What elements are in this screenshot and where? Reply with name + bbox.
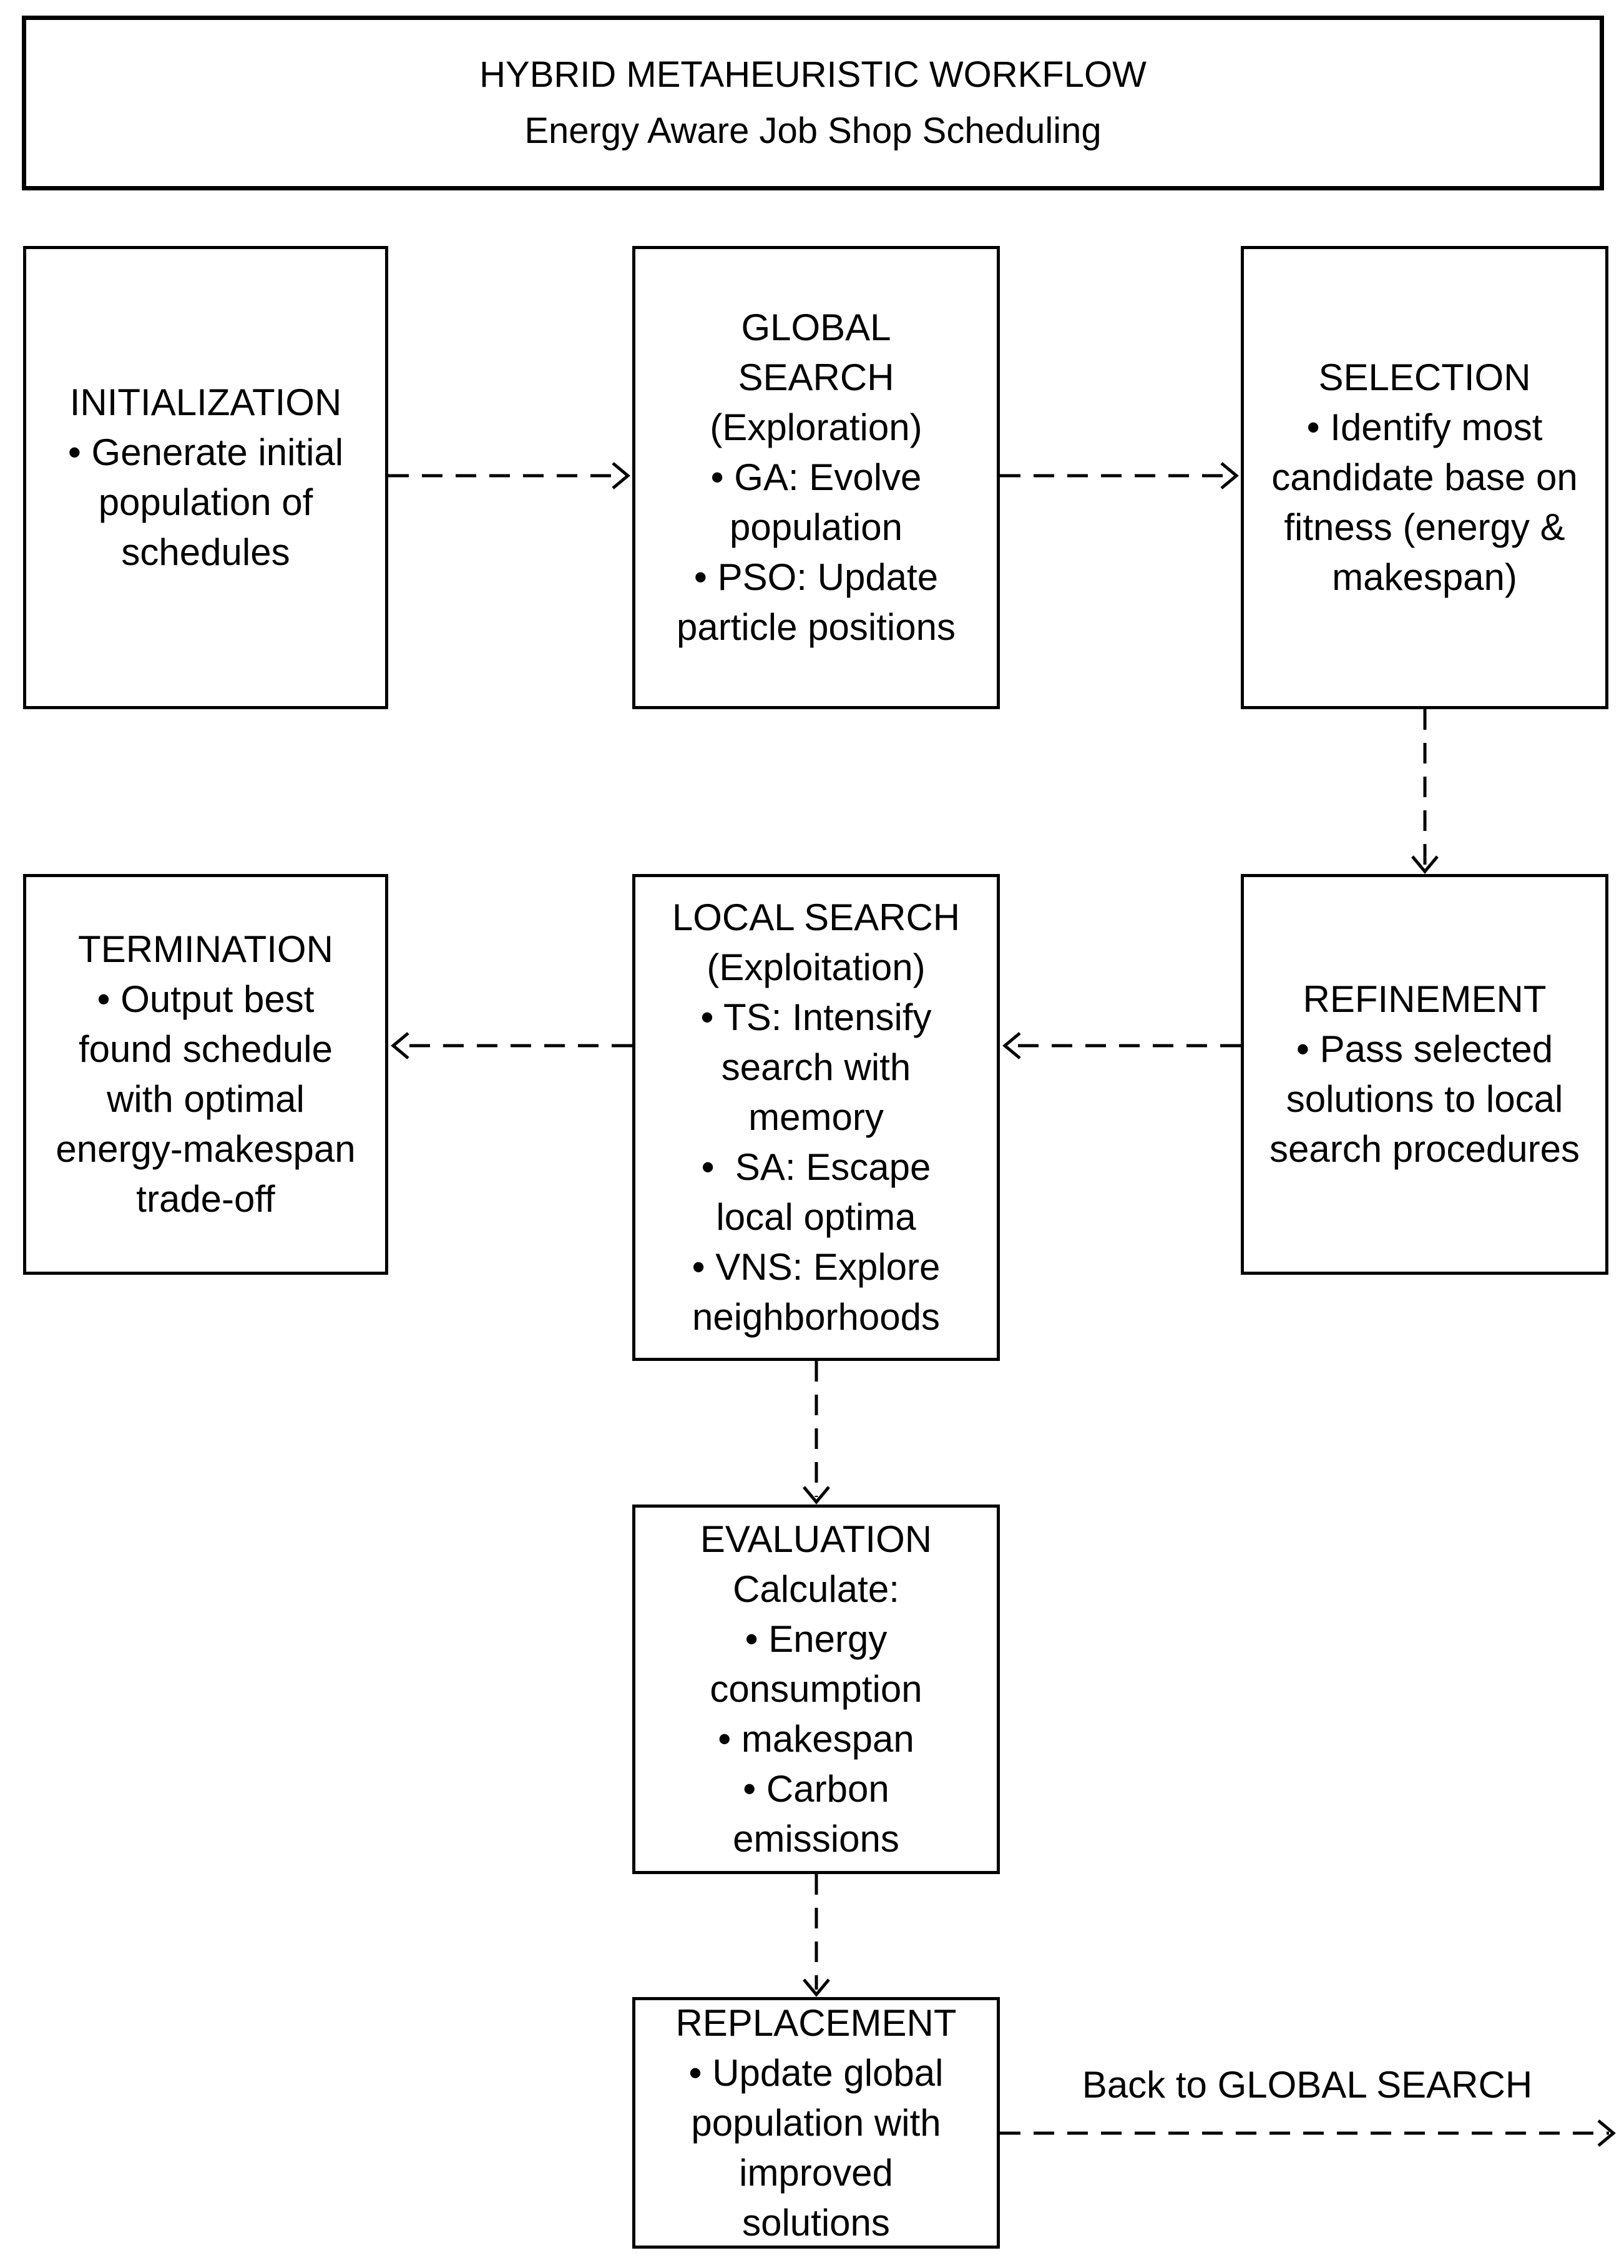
title-box: HYBRID METAHEURISTIC WORKFLOW Energy Awa… <box>22 16 1604 190</box>
node-replacement-text: REPLACEMENT • Update global population w… <box>675 2001 957 2244</box>
node-evaluation-text: EVALUATION Calculate: • Energy consumpti… <box>700 1518 932 1860</box>
node-initialization: INITIALIZATION • Generate initial popula… <box>23 246 388 709</box>
arrow-selection-to-refinement <box>1411 709 1439 874</box>
node-refinement-text: REFINEMENT • Pass selected solutions to … <box>1269 978 1580 1170</box>
node-global-search-text: GLOBAL SEARCH (Exploration) • GA: Evolve… <box>677 307 956 648</box>
node-termination: TERMINATION • Output best found schedule… <box>23 874 388 1275</box>
arrow-refinement-to-local-search <box>1002 1032 1241 1059</box>
node-local-search: LOCAL SEARCH (Exploitation) • TS: Intens… <box>632 874 1000 1361</box>
node-initialization-text: INITIALIZATION • Generate initial popula… <box>67 381 344 573</box>
arrow-local-search-to-termination <box>391 1032 632 1059</box>
arrow-global-search-to-selection <box>1000 462 1239 489</box>
node-replacement: REPLACEMENT • Update global population w… <box>632 1997 1000 2249</box>
arrow-local-search-to-evaluation <box>803 1361 830 1505</box>
diagram-title: HYBRID METAHEURISTIC WORKFLOW <box>479 54 1147 95</box>
node-local-search-text: LOCAL SEARCH (Exploitation) • TS: Intens… <box>672 896 961 1338</box>
node-termination-text: TERMINATION • Output best found schedule… <box>56 928 356 1220</box>
node-global-search: GLOBAL SEARCH (Exploration) • GA: Evolve… <box>632 246 1000 709</box>
node-evaluation: EVALUATION Calculate: • Energy consumpti… <box>632 1505 1000 1874</box>
node-selection: SELECTION • Identify most candidate base… <box>1241 246 1608 709</box>
arrow-evaluation-to-replacement <box>803 1874 830 1997</box>
node-refinement: REFINEMENT • Pass selected solutions to … <box>1241 874 1608 1275</box>
diagram-subtitle: Energy Aware Job Shop Scheduling <box>524 110 1102 151</box>
arrow-replacement-back-to-global-search <box>1000 2119 1616 2147</box>
arrow-initialization-to-global-search <box>388 462 630 489</box>
node-selection-text: SELECTION • Identify most candidate base… <box>1271 356 1578 598</box>
back-to-global-search-label: Back to GLOBAL SEARCH <box>1082 2064 1533 2106</box>
